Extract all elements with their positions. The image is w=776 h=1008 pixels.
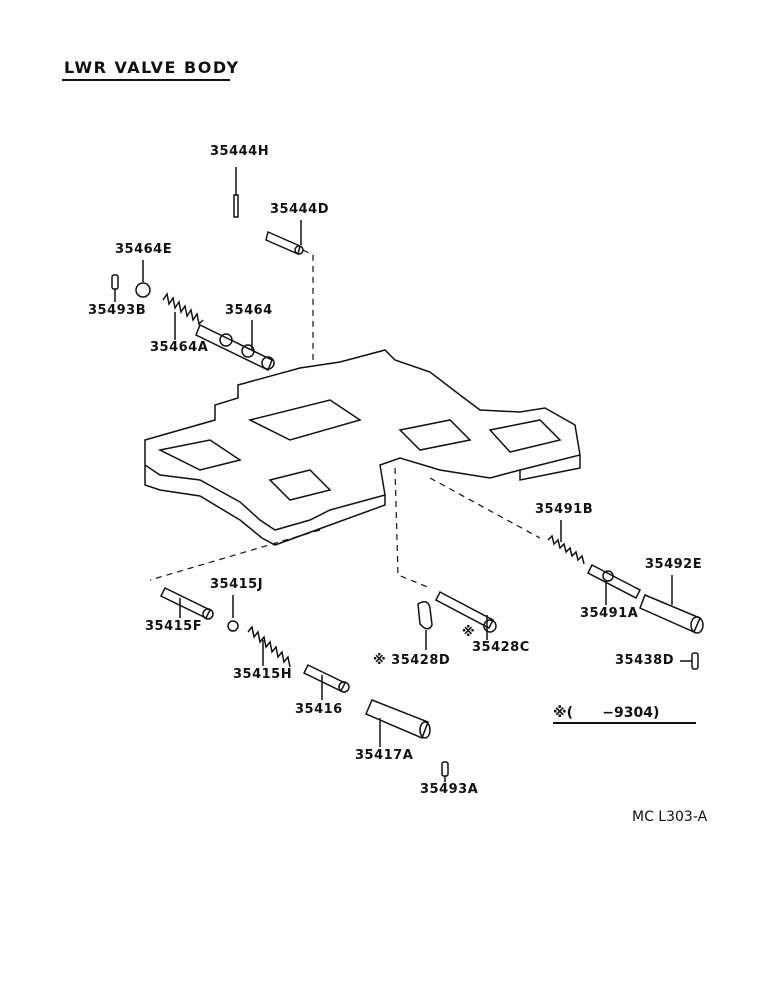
diagram-title: LWR VALVE BODY xyxy=(64,58,240,77)
part-35415H-spring xyxy=(247,625,291,668)
title-underline xyxy=(62,79,230,81)
label-35464A: 35464A xyxy=(150,340,209,355)
label-35444D: 35444D xyxy=(270,202,330,217)
label-35491A: 35491A xyxy=(580,606,639,621)
applicability-note: ※( −9304) xyxy=(553,705,660,721)
lower-valve-body xyxy=(144,349,581,546)
diagram-code: MC L303-A xyxy=(632,809,708,825)
assembly-leader-lines xyxy=(149,249,541,589)
label-35444H: 35444H xyxy=(210,144,270,159)
part-35464E-plug xyxy=(135,260,151,298)
part-35464A-spring xyxy=(162,292,204,340)
note-underline xyxy=(553,722,696,724)
label-35493A: 35493A xyxy=(420,782,479,797)
part-35493B-retainer xyxy=(111,274,119,302)
label-35428D: ※ 35428D xyxy=(373,653,451,668)
label-35492E: 35492E xyxy=(645,557,703,572)
part-35491B-spring xyxy=(547,520,585,565)
label-35464E: 35464E xyxy=(115,242,173,257)
part-35444D-plug xyxy=(265,220,304,256)
label-35428C: 35428C xyxy=(472,640,530,655)
part-35491A-valve xyxy=(586,563,642,605)
label-35415F: 35415F xyxy=(145,619,203,634)
part-35415F-valve xyxy=(159,586,214,620)
part-35493A-retainer xyxy=(441,761,449,782)
label-35417A: 35417A xyxy=(355,748,414,763)
part-35428D-clip xyxy=(417,601,433,650)
part-35464-valve xyxy=(195,320,275,372)
part-35428C-valve xyxy=(435,590,497,640)
label-35415J: 35415J xyxy=(210,577,264,592)
part-35444H-pin xyxy=(233,167,239,218)
part-35492E-sleeve xyxy=(639,575,704,634)
part-35415J-washer xyxy=(227,595,239,632)
label-35491B: 35491B xyxy=(535,502,594,517)
label-35438D: 35438D xyxy=(615,653,675,668)
part-35416-plug xyxy=(302,664,350,700)
label-35416: 35416 xyxy=(295,702,343,717)
label-35415H: 35415H xyxy=(233,667,293,682)
label-35428C-mark: ※ xyxy=(462,625,476,640)
label-35464: 35464 xyxy=(225,303,273,318)
part-35417A-sleeve xyxy=(365,699,431,747)
part-35438D-retainer xyxy=(680,652,699,670)
label-35493B: 35493B xyxy=(88,303,147,318)
